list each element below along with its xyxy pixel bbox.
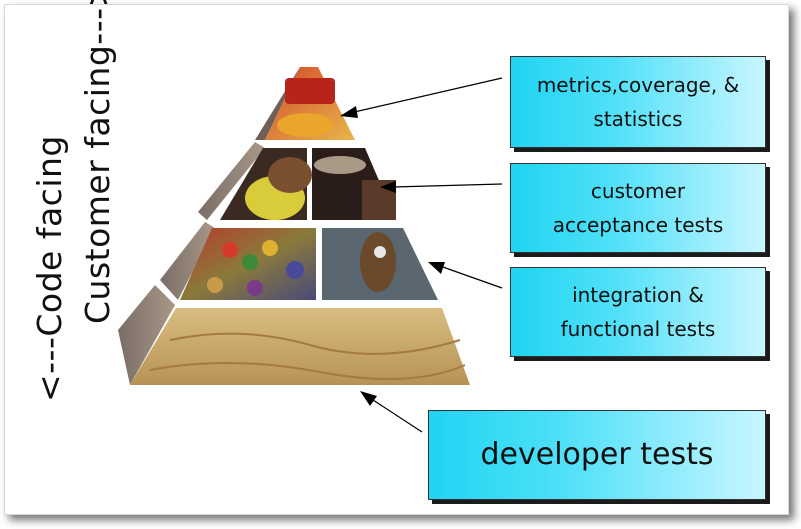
customer-label-line-2: acceptance tests: [552, 213, 724, 237]
pyramid-left-face: [118, 67, 300, 385]
integration-label-line-1: integration &: [572, 283, 704, 307]
arrow-customer: [380, 181, 503, 193]
metrics-box: metrics,coverage, & statistics: [510, 56, 766, 148]
integration-label-line-2: functional tests: [560, 317, 716, 341]
customer-label-line-1: customer: [590, 179, 686, 203]
metrics-label-line-2: statistics: [593, 107, 683, 131]
customer-facing-label: Customer facing--->: [78, 0, 117, 324]
arrow-developer: [360, 391, 423, 433]
developer-label: developer tests: [480, 437, 714, 472]
pyramid-tier-base: [130, 308, 470, 385]
pyramid-tier-two: [220, 148, 396, 220]
developer-tests-box: developer tests: [428, 410, 766, 500]
code-facing-label: <---Code facing: [30, 135, 69, 402]
integration-box: integration & functional tests: [510, 267, 766, 357]
pyramid-tier-tip: [265, 67, 355, 140]
arrow-integration: [428, 262, 503, 289]
arrow-metrics: [340, 77, 503, 118]
pyramid-tier-three: [180, 228, 438, 300]
metrics-label-line-1: metrics,coverage, &: [536, 73, 740, 97]
customer-acceptance-box: customer acceptance tests: [510, 163, 766, 253]
